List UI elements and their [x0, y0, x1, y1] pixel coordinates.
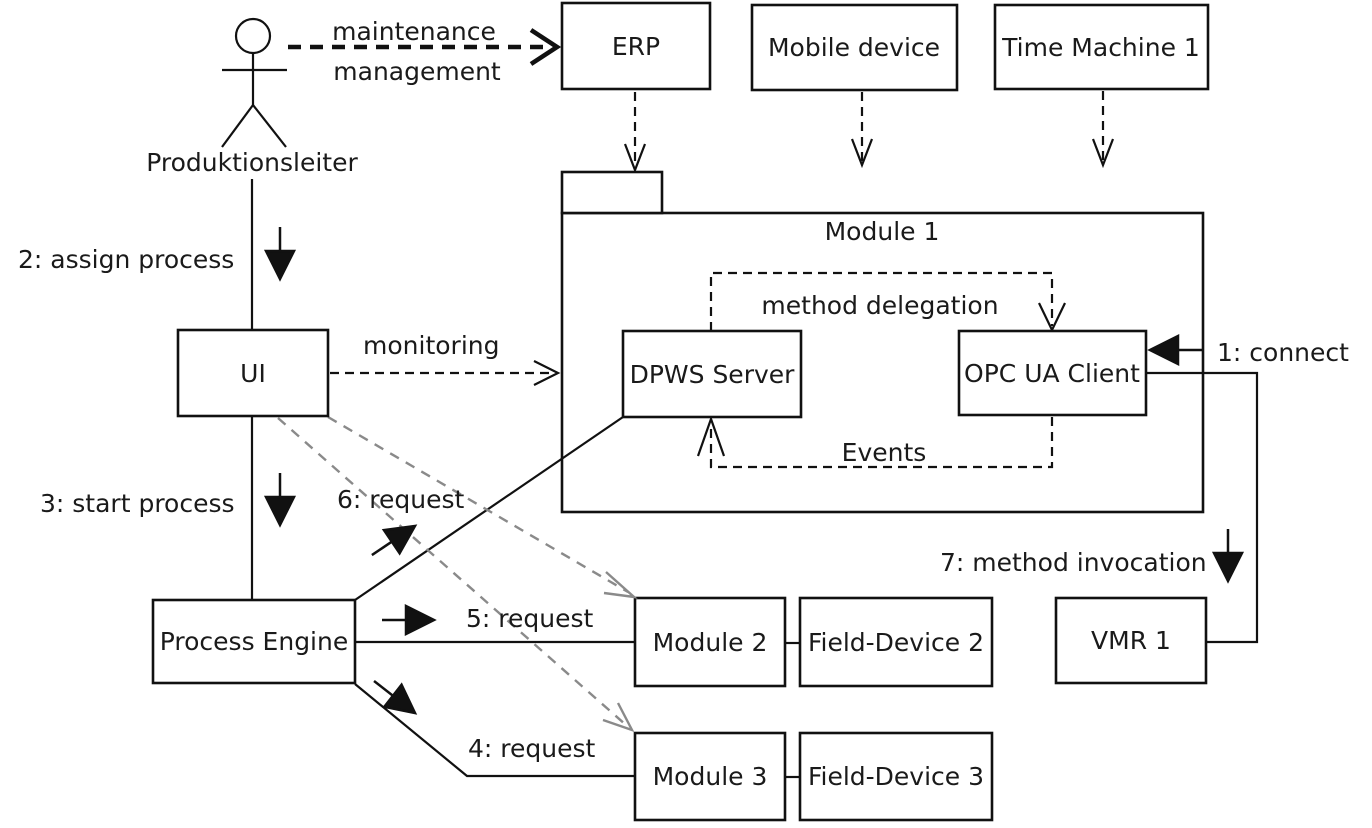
- actor-label: Produktionsleiter: [146, 148, 358, 177]
- monitoring-label: monitoring: [363, 331, 499, 360]
- method-delegation-label: method delegation: [761, 291, 998, 320]
- mobile-device-arrowhead: [850, 138, 874, 169]
- process-engine-label: Process Engine: [160, 627, 348, 656]
- edge-connect-opcua-vmr: [1146, 371, 1259, 644]
- time-machine-label: Time Machine 1: [1001, 33, 1200, 62]
- module-2-label: Module 2: [653, 628, 768, 657]
- start-process-arrow: [264, 471, 296, 527]
- edge-process-engine-to-dpws: [354, 416, 624, 601]
- actor-head: [234, 17, 272, 55]
- step7-label: 7: method invocation: [940, 548, 1207, 577]
- module-1-label: Module 1: [825, 217, 940, 246]
- edges: [250, 28, 1259, 778]
- events-arrowhead: [696, 415, 726, 457]
- vmr-1-label: VMR 1: [1091, 626, 1171, 655]
- step5-label: 5: request: [466, 604, 594, 633]
- assign-process-arrow: [264, 225, 296, 281]
- maintenance-label: maintenance: [332, 17, 496, 46]
- actor-right-leg: [252, 104, 287, 148]
- node-process-engine: [151, 598, 357, 685]
- node-field-device-3: [798, 731, 994, 822]
- ui-label: UI: [240, 359, 266, 388]
- time-machine-arrowhead: [1091, 138, 1115, 169]
- method-invocation-arrow: [1212, 527, 1244, 583]
- actor-produktionsleiter: [221, 17, 287, 148]
- nodes: [151, 1, 1210, 822]
- dpws-server-label: DPWS Server: [630, 360, 796, 389]
- actor-left-leg: [221, 104, 254, 148]
- step6-label: 6: request: [337, 485, 465, 514]
- field-device-3-label: Field-Device 3: [808, 762, 984, 791]
- module-3-label: Module 3: [653, 762, 768, 791]
- node-module-2: [633, 596, 787, 688]
- edge-request4: [354, 683, 635, 778]
- opc-ua-client-label: OPC UA Client: [964, 359, 1140, 388]
- node-mobile-device: [750, 3, 959, 92]
- erp-label: ERP: [612, 32, 660, 61]
- edge-method-delegation: [709, 271, 1054, 331]
- node-erp: [560, 1, 712, 91]
- ui-to-module3-arrowhead: [602, 702, 635, 733]
- management-label: management: [333, 57, 501, 86]
- edge-ui-to-module2: [327, 415, 629, 594]
- field-device-2-label: Field-Device 2: [808, 628, 984, 657]
- node-dpws-server: [621, 329, 803, 419]
- node-time-machine-1: [993, 3, 1210, 91]
- edge-events: [709, 417, 1054, 469]
- gray-arrowheads: [602, 571, 638, 733]
- erp-arrowhead: [623, 143, 647, 174]
- edge-ui-to-module3: [277, 417, 627, 726]
- monitoring-arrowhead: [533, 360, 561, 386]
- labels: ERP Mobile device Time Machine 1 Module …: [18, 17, 1349, 791]
- step1-label: 1: connect: [1217, 338, 1349, 367]
- node-ui: [176, 328, 330, 418]
- node-opc-ua-client: [957, 329, 1148, 417]
- request5-direction-arrow: [380, 604, 436, 636]
- module-1-package-tab: [560, 170, 664, 215]
- step2-label: 2: assign process: [18, 245, 234, 274]
- mobile-device-label: Mobile device: [768, 33, 940, 62]
- step3-label: 3: start process: [40, 489, 235, 518]
- ui-to-module2-arrowhead: [603, 571, 638, 599]
- step4-label: 4: request: [468, 734, 596, 763]
- node-field-device-2: [798, 596, 994, 688]
- node-module-3: [633, 731, 787, 822]
- node-vmr-1: [1054, 596, 1208, 685]
- maintenance-arrowhead: [529, 28, 562, 66]
- events-label: Events: [842, 438, 927, 467]
